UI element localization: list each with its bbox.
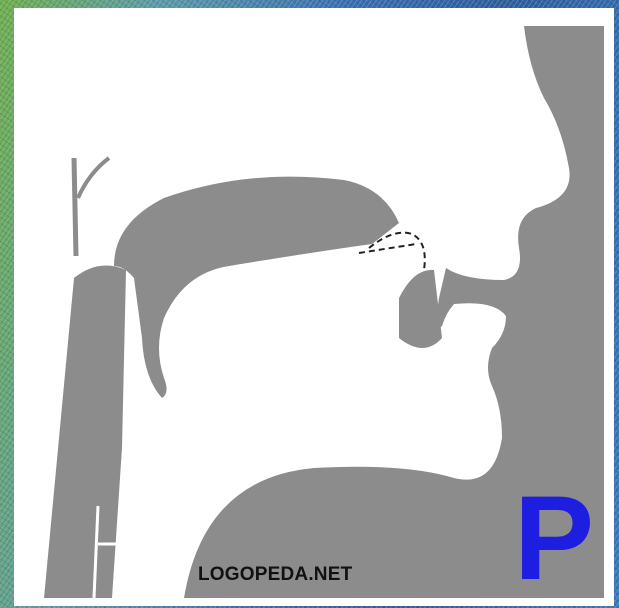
teeth [399,270,442,348]
nasal-septum-line [74,158,76,256]
articulation-diagram-panel: LOGOPEDA.NET P [14,8,614,606]
tongue-contact-line [359,244,416,253]
sound-letter: P [514,478,594,598]
nasal-septum-line-curve [78,158,109,198]
hard-palate [114,177,399,398]
site-watermark: LOGOPEDA.NET [198,564,352,586]
pharynx-wall [44,266,126,599]
